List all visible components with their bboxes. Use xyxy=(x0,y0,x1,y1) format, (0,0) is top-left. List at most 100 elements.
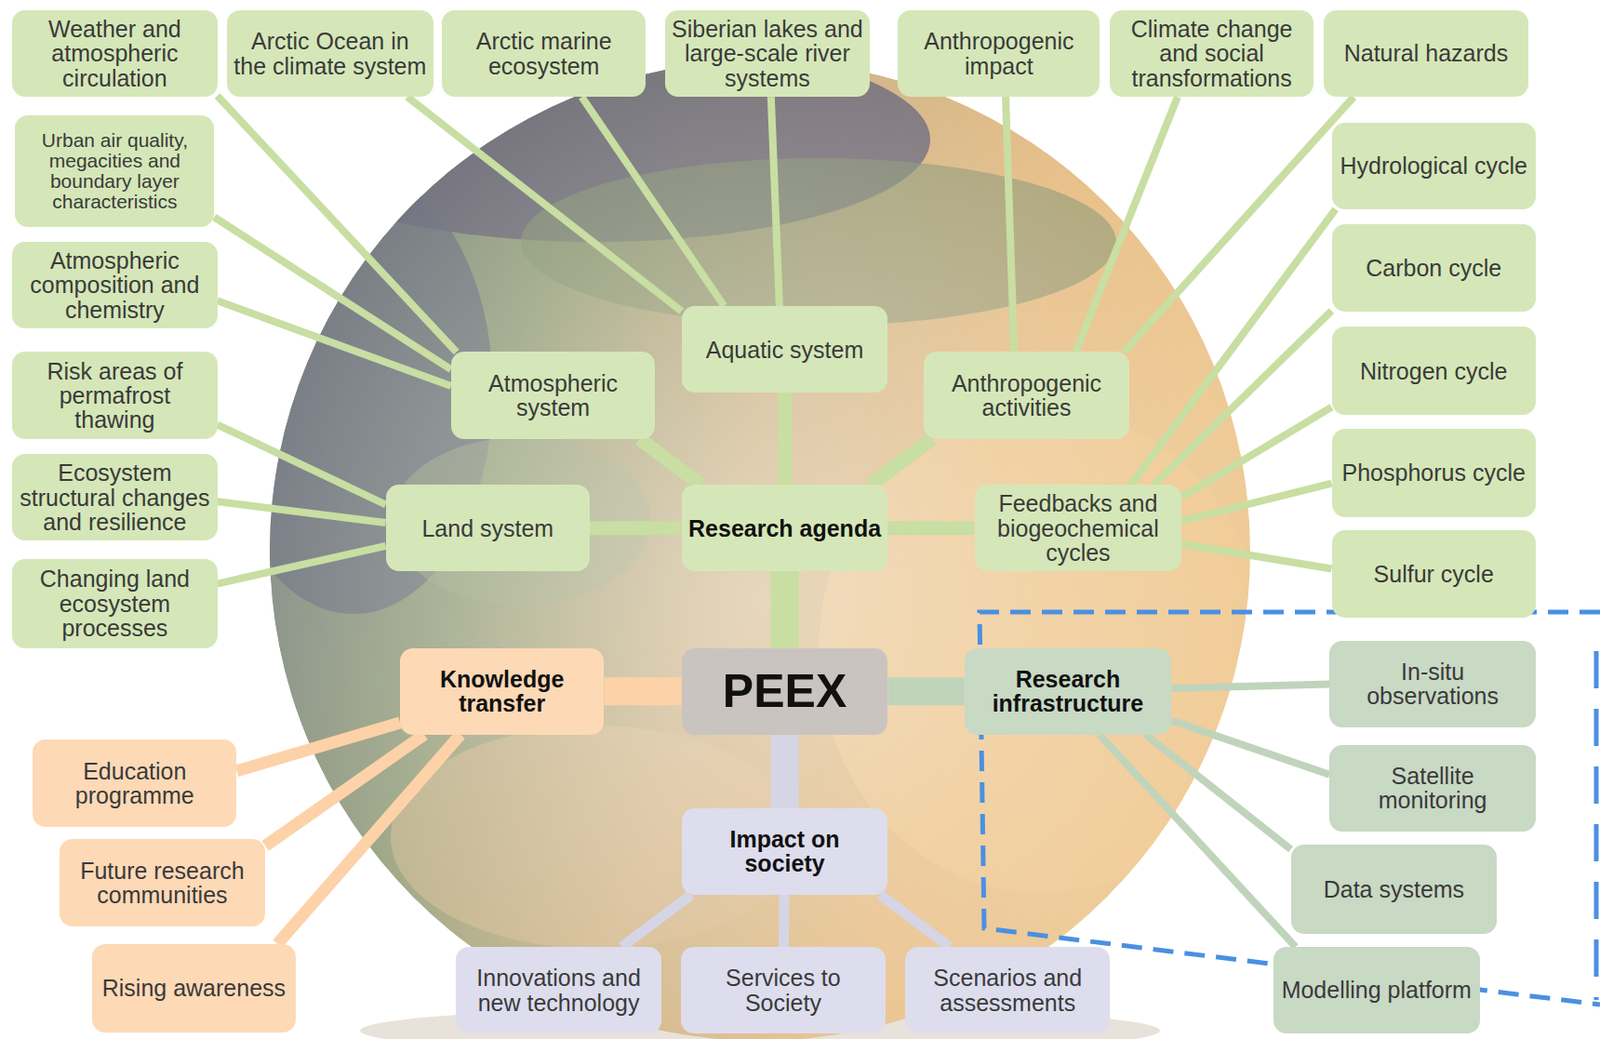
connector-line xyxy=(1171,683,1330,688)
infrastructure-box: Satellite monitoring xyxy=(1329,745,1536,832)
knowledge-box: Knowledge transfer xyxy=(400,648,604,735)
node-label: Siberian lakes and large-scale river sys… xyxy=(670,16,864,91)
connector-line xyxy=(1181,544,1332,570)
connector-line xyxy=(1171,720,1330,775)
globe-map xyxy=(213,37,1266,1039)
topic-box: Feedbacks and biogeochemical cycles xyxy=(974,484,1183,572)
node-label: Modelling platform xyxy=(1279,977,1475,1002)
node-label: Arctic marine ecosystem xyxy=(447,28,640,79)
node-label: Urban air quality, megacities and bounda… xyxy=(20,130,209,213)
topic-box: Natural hazards xyxy=(1323,10,1529,97)
node-label: Research infrastructure xyxy=(970,666,1167,717)
connector-line xyxy=(217,300,452,387)
connector-line xyxy=(277,734,461,945)
topic-box: Atmospheric composition and chemistry xyxy=(12,241,217,329)
topic-box: Research agenda xyxy=(681,484,889,572)
infrastructure-box: In-situ observations xyxy=(1329,640,1536,728)
node-label: Changing land ecosystem processes xyxy=(17,566,212,640)
node-label: Arctic Ocean in the climate system xyxy=(232,28,429,79)
node-label: Carbon cycle xyxy=(1337,255,1531,280)
topic-box: Ecosystem structural changes and resilie… xyxy=(12,453,217,541)
connector-line xyxy=(589,520,682,535)
connector-line xyxy=(887,677,964,706)
node-label: Natural hazards xyxy=(1329,40,1523,66)
core-box: PEEX xyxy=(681,648,889,735)
node-label: Weather and atmospheric circulation xyxy=(17,16,212,91)
node-label: Anthropogenic impact xyxy=(903,28,1094,79)
connector-line xyxy=(265,734,425,847)
knowledge-box: Education programme xyxy=(32,739,237,827)
topic-box: Anthropogenic activities xyxy=(923,351,1131,439)
connector-line xyxy=(771,96,780,307)
topic-box: Nitrogen cycle xyxy=(1332,326,1536,415)
topic-box: Aquatic system xyxy=(681,306,889,393)
connector-line xyxy=(1131,209,1336,485)
node-label: Hydrological cycle xyxy=(1337,153,1531,178)
topic-box: Arctic marine ecosystem xyxy=(441,10,646,97)
connector-line xyxy=(1145,734,1291,850)
node-label: Land system xyxy=(391,516,585,541)
node-label: Innovations and new technology xyxy=(461,965,655,1015)
node-label: Climate change and social transformation… xyxy=(1115,16,1307,91)
topic-box: Risk areas of permafrost thawing xyxy=(12,351,217,439)
dashed-outline xyxy=(1594,651,1600,1000)
connector-line xyxy=(1099,734,1296,947)
node-label: Future research communities xyxy=(65,858,261,908)
impact-box: Scenarios and assessments xyxy=(905,946,1110,1034)
connector-line xyxy=(777,392,792,485)
topic-box: Carbon cycle xyxy=(1332,224,1536,311)
topic-box: Urban air quality, megacities and bounda… xyxy=(14,115,214,227)
connector-line xyxy=(1123,96,1354,352)
node-label: Phosphorus cycle xyxy=(1337,460,1531,485)
node-label: Ecosystem structural changes and resilie… xyxy=(17,460,212,534)
topic-box: Atmospheric system xyxy=(451,351,655,439)
node-label: Nitrogen cycle xyxy=(1337,359,1531,384)
node-label: Impact on society xyxy=(687,826,883,877)
connector-line xyxy=(1005,96,1014,352)
node-label: Risk areas of permafrost thawing xyxy=(17,359,212,433)
node-label: Education programme xyxy=(38,759,231,809)
node-label: Rising awareness xyxy=(97,975,291,1000)
connector-line xyxy=(880,894,950,947)
connector-line xyxy=(771,571,800,648)
connector-line xyxy=(639,439,701,485)
node-label: In-situ observations xyxy=(1334,659,1531,709)
connector-line xyxy=(771,734,800,809)
connector-line xyxy=(217,425,387,506)
node-label: Anthropogenic activities xyxy=(929,371,1125,421)
node-label: PEEX xyxy=(687,666,883,717)
connector-line xyxy=(581,96,724,307)
impact-box: Services to Society xyxy=(680,946,886,1034)
connector-line xyxy=(1181,407,1332,498)
node-label: Research agenda xyxy=(687,516,883,541)
node-label: Services to Society xyxy=(686,965,880,1015)
node-label: Sulfur cycle xyxy=(1337,561,1531,587)
impact-box: Innovations and new technology xyxy=(455,946,661,1034)
topic-box: Arctic Ocean in the climate system xyxy=(226,10,435,97)
connector-line xyxy=(217,501,387,523)
node-label: Satellite monitoring xyxy=(1334,763,1531,814)
connector-line xyxy=(407,96,682,311)
topic-box: Weather and atmospheric circulation xyxy=(12,10,217,97)
impact-box: Impact on society xyxy=(681,808,889,895)
node-label: Feedbacks and biogeochemical cycles xyxy=(980,491,1177,565)
connector-line xyxy=(887,520,974,535)
connector-line xyxy=(603,677,681,706)
topic-box: Land system xyxy=(386,484,590,572)
node-label: Scenarios and assessments xyxy=(910,965,1105,1015)
topic-box: Phosphorus cycle xyxy=(1332,428,1536,518)
infrastructure-box: Data systems xyxy=(1291,844,1498,934)
knowledge-box: Future research communities xyxy=(59,839,267,927)
knowledge-box: Rising awareness xyxy=(92,944,296,1033)
infrastructure-box: Research infrastructure xyxy=(964,648,1173,735)
connector-line xyxy=(778,894,790,947)
topic-box: Anthropogenic impact xyxy=(897,10,1100,97)
node-label: Aquatic system xyxy=(687,337,883,362)
node-label: Atmospheric system xyxy=(456,371,650,421)
topic-box: Climate change and social transformation… xyxy=(1109,10,1313,97)
connector-line xyxy=(217,546,387,585)
node-label: Data systems xyxy=(1296,877,1493,902)
infrastructure-box: Modelling platform xyxy=(1273,946,1480,1034)
topic-box: Changing land ecosystem processes xyxy=(12,559,217,648)
